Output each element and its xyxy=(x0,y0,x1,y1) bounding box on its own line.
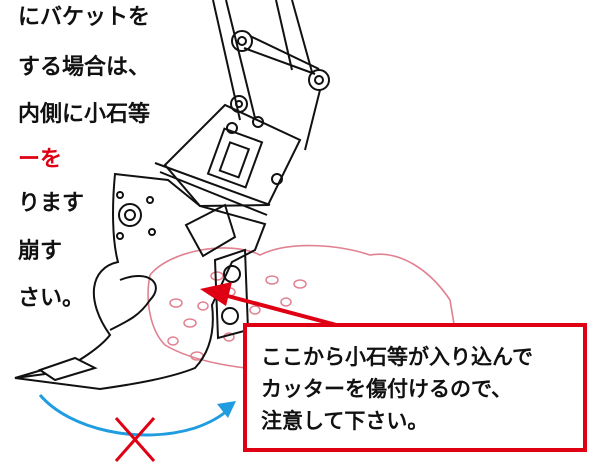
callout-line-1: ここから小石等が入り込んで xyxy=(261,345,533,369)
instruction-text-line-1: にバケットを xyxy=(18,5,151,30)
coupler xyxy=(154,103,302,216)
red-x-icon xyxy=(114,417,156,462)
arm xyxy=(212,0,330,151)
instruction-text-line-2: する場合は、 xyxy=(18,55,151,80)
instruction-text-line-3: 内側に小石等 xyxy=(18,102,151,127)
instruction-text-line-6: 崩す xyxy=(18,239,63,264)
soil-area-outline xyxy=(147,244,456,372)
callout-line-3: 注意して下さい。 xyxy=(261,409,429,433)
warning-callout-box: ここから小石等が入り込んで カッターを傷付けるので、 注意して下さい。 xyxy=(243,323,587,452)
instruction-text-line-4-highlight: ーを xyxy=(18,147,63,172)
blue-curved-arrow-icon xyxy=(38,394,236,437)
instruction-text-line-7: さい。 xyxy=(18,286,85,311)
instruction-text-line-5: ります xyxy=(18,191,85,216)
callout-line-2: カッターを傷付けるので、 xyxy=(261,377,513,401)
bucket-body xyxy=(14,172,267,391)
red-arrow-icon xyxy=(200,282,345,329)
